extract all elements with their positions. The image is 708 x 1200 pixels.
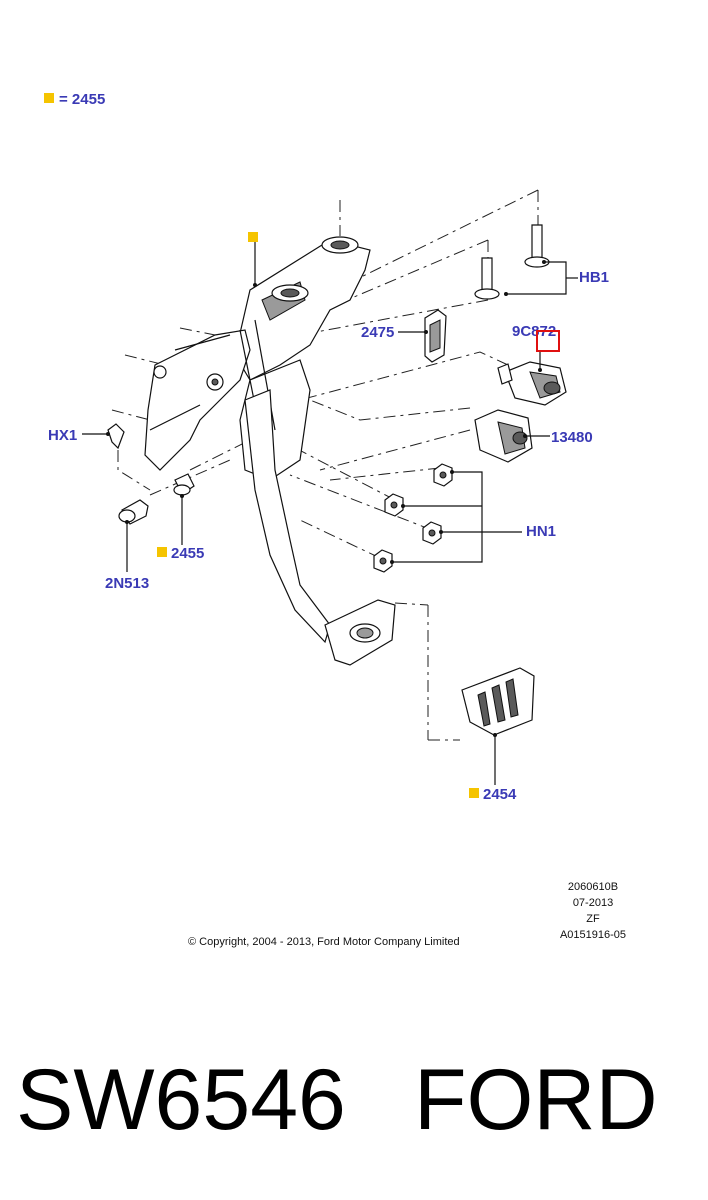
callout-hx1: HX1 bbox=[48, 427, 77, 444]
brand-name: FORD bbox=[414, 1052, 658, 1148]
callout-2n513: 2N513 bbox=[105, 575, 149, 592]
marker-bracket-icon bbox=[248, 232, 258, 242]
legend: = 2455 bbox=[44, 91, 105, 108]
pedal-assembly-diagram: = 2455 bbox=[44, 91, 626, 948]
clutch-pedal bbox=[244, 389, 396, 666]
leader-lines bbox=[82, 240, 578, 785]
callout-9c872: 9C872 bbox=[512, 323, 556, 340]
callout-2454: 2454 bbox=[483, 786, 517, 803]
highlight-box bbox=[536, 330, 560, 352]
clip-2475 bbox=[424, 309, 447, 363]
meta-line-4: A0151916-05 bbox=[560, 929, 626, 941]
marker-2455-icon bbox=[157, 547, 167, 557]
callout-13480: 13480 bbox=[551, 429, 593, 446]
marker-2454-icon bbox=[469, 788, 479, 798]
copyright-text: © Copyright, 2004 - 2013, Ford Motor Com… bbox=[188, 936, 460, 948]
drawing-metadata: 2060610B 07-2013 ZF A0151916-05 bbox=[560, 881, 626, 941]
meta-line-3: ZF bbox=[586, 913, 600, 925]
legend-label: = 2455 bbox=[59, 91, 105, 108]
callout-2475: 2475 bbox=[361, 324, 394, 341]
meta-line-1: 2060610B bbox=[568, 881, 618, 893]
legend-marker-icon bbox=[44, 93, 54, 103]
pedal-pad-cover bbox=[461, 667, 535, 736]
switch-13480 bbox=[474, 409, 533, 463]
meta-line-2: 07-2013 bbox=[573, 897, 613, 909]
small-parts-left bbox=[107, 423, 195, 525]
nuts-hn1 bbox=[373, 463, 453, 573]
part-code: SW6546 bbox=[16, 1052, 346, 1148]
bolts-hb1 bbox=[474, 224, 550, 300]
callout-hn1: HN1 bbox=[526, 523, 556, 540]
product-banner: SW6546 FORD bbox=[0, 1050, 708, 1170]
callout-hb1: HB1 bbox=[579, 269, 609, 286]
switch-9c872 bbox=[497, 361, 567, 406]
callout-2455: 2455 bbox=[171, 545, 204, 562]
